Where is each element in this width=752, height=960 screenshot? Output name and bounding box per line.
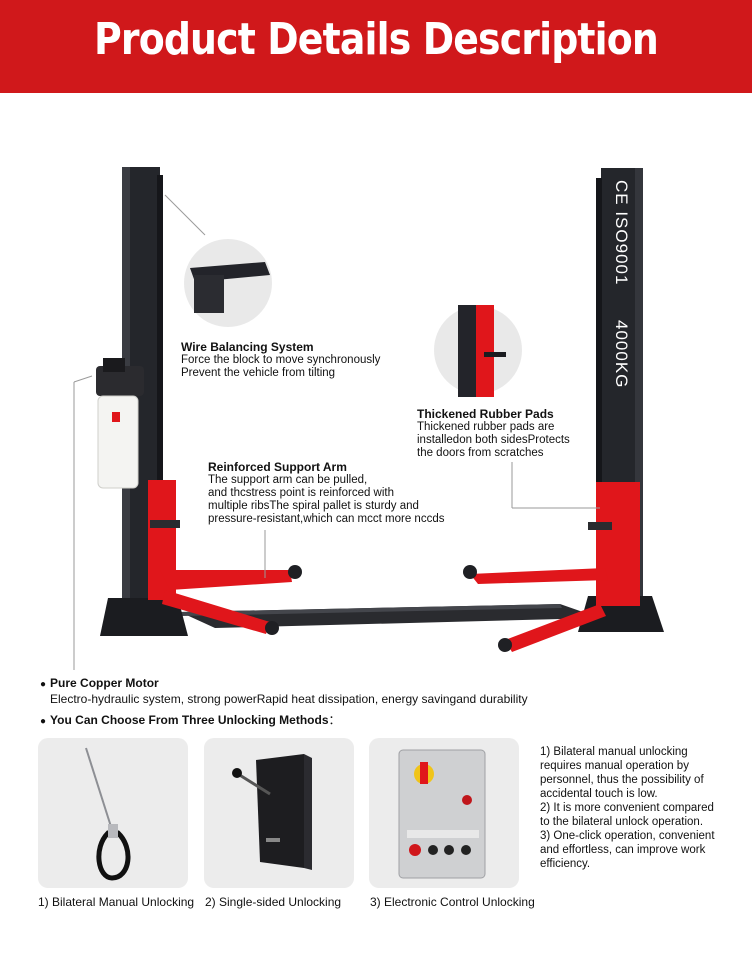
unlocking-notes: 1) Bilateral manual unlocking requires m… xyxy=(540,746,715,870)
callout-description: Thickened rubber pads are installedon bo… xyxy=(417,421,570,459)
callout-rubber-pads: Thickened Rubber Pads Thickened rubber p… xyxy=(417,407,570,460)
motor-section: ●Pure Copper Motor Electro-hydraulic sys… xyxy=(40,676,740,706)
pad-detail-bubble xyxy=(434,305,600,509)
cert-label: CE ISO9001 xyxy=(612,180,631,285)
right-post: CE ISO9001 4000KG xyxy=(578,168,664,632)
control-box-image xyxy=(398,749,486,879)
unlocking-colon: ： xyxy=(328,713,341,727)
callout-support-arm: Reinforced Support Arm The support arm c… xyxy=(208,460,444,526)
callout-description: Force the block to move synchronously Pr… xyxy=(181,354,381,379)
unlocking-heading: ●You Can Choose From Three Unlocking Met… xyxy=(40,713,341,729)
unlocking-title: You Can Choose From Three Unlocking Meth… xyxy=(50,713,329,727)
left-lift-arms xyxy=(150,520,302,635)
bullet-icon: ● xyxy=(40,679,47,690)
method-caption-3: 3) Electronic Control Unlocking xyxy=(370,895,535,909)
motor-title: Pure Copper Motor xyxy=(50,676,159,690)
method-card-electronic xyxy=(369,738,519,888)
cable-handle-image xyxy=(85,747,131,881)
method-caption-2: 2) Single-sided Unlocking xyxy=(205,895,342,909)
header-banner: Product Details Description xyxy=(0,0,752,93)
method-caption-1: 1) Bilateral Manual Unlocking xyxy=(38,895,195,909)
callout-title: Wire Balancing System xyxy=(181,340,314,354)
callout-wire-balancing: Wire Balancing System Force the block to… xyxy=(181,340,380,380)
wire-detail-bubble xyxy=(164,194,272,327)
method-card-single xyxy=(204,738,354,888)
bullet-icon: ● xyxy=(40,716,47,727)
callout-title: Thickened Rubber Pads xyxy=(417,407,554,421)
hydraulic-pump xyxy=(96,358,144,489)
right-lift-arms xyxy=(463,522,612,652)
method-card-bilateral xyxy=(38,738,188,888)
lift-illustration: CE ISO9001 4000KG xyxy=(73,167,664,670)
callout-description: The support arm can be pulled, and thcst… xyxy=(208,474,445,525)
lever-box-image xyxy=(232,754,312,870)
motor-description: Electro-hydraulic system, strong powerRa… xyxy=(50,692,528,706)
page-title: Product Details Description xyxy=(94,14,659,65)
capacity-label: 4000KG xyxy=(612,320,631,388)
callout-title: Reinforced Support Arm xyxy=(208,460,347,474)
